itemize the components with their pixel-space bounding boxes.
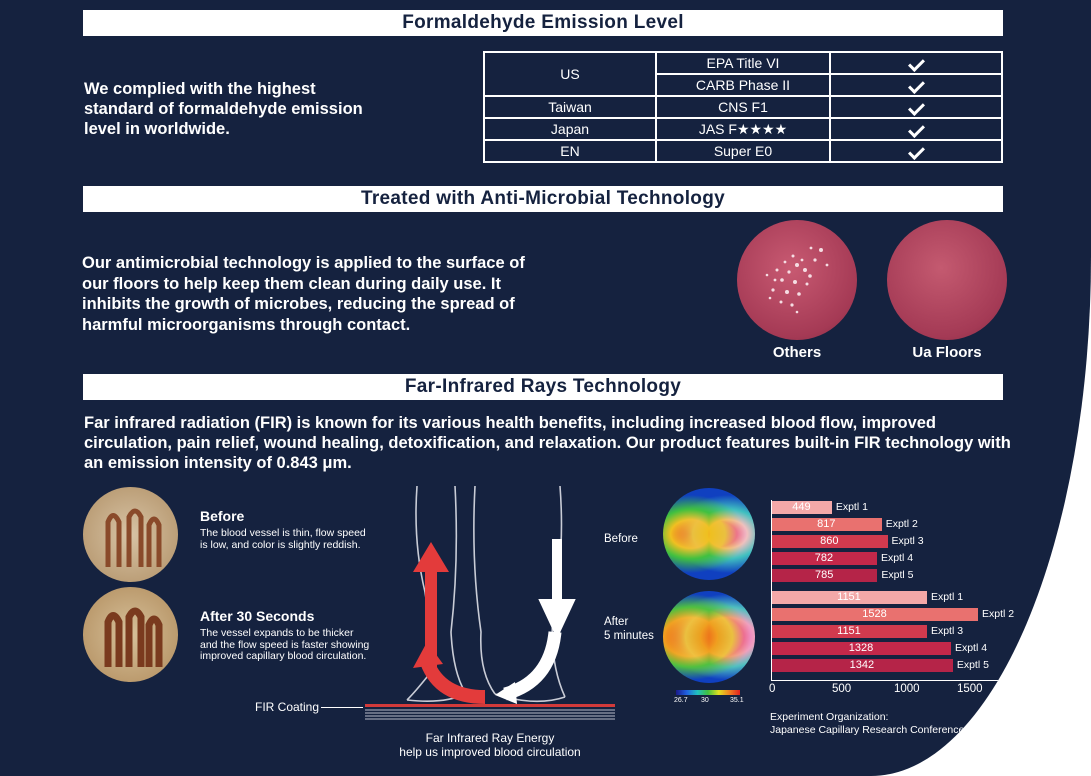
region-cell: EN [483,139,657,163]
bar-label: Exptl 5 [956,659,989,671]
bar-label: Exptl 1 [835,501,868,513]
fir-description: Far infrared radiation (FIR) is known fo… [84,414,1011,472]
capillary-loops [104,607,163,667]
bar-label: Exptl 4 [954,642,988,654]
chart-bar: 449 [771,501,832,514]
checkmark-icon [907,99,925,116]
capillary-before-image [83,487,178,582]
bar-label: Exptl 1 [930,591,964,603]
energy-caption-1: Far Infrared Ray Energy [425,731,555,745]
x-tick-label: 0 [769,683,776,695]
sample-label-others: Others [772,344,822,361]
energy-caption-2: help us improved blood circulation [399,745,581,759]
feet-illustration [365,485,615,720]
antimicrobial-description: Our antimicrobial technology is applied … [82,254,525,334]
scale-min: 26.7 [674,697,688,704]
standard-cell: EPA Title VI [655,51,831,75]
standard-cell: CARB Phase II [655,73,831,97]
fir-coating-label: FIR Coating [255,700,320,714]
table-row: CARB Phase II [484,73,1003,97]
scale-mid: 30 [701,697,709,704]
bar-label: Exptl 2 [885,518,918,530]
check-cell [829,139,1003,163]
coating-pointer-line [321,707,363,708]
emission-table: US EPA Title VI CARB Phase II Taiwan CNS… [483,51,1003,163]
region-cell: Taiwan [483,95,657,119]
checkmark-icon [907,77,925,94]
region-cell: US [483,51,657,97]
chart-bar: 785 [771,569,878,582]
check-cell [829,73,1003,97]
bar-label: Exptl 2 [982,608,1015,620]
chart-bar: 1328 [771,642,951,655]
thermal-after-label-1: After [604,616,629,628]
thermal-before-image [663,488,755,580]
x-tick-label: 1500 [957,683,983,695]
antimicrobial-header: Treated with Anti-Microbial Technology [83,186,1003,212]
check-cell [829,51,1003,75]
standard-cell: Super E0 [655,139,831,163]
chart-bar: 1528 [771,608,979,621]
table-row: EN Super E0 [483,139,1003,163]
check-cell [829,117,1003,141]
after-title: After 30 Seconds [200,608,315,624]
petri-dish-ua-floors [887,220,1007,340]
check-cell [829,95,1003,119]
curved-red-arrow-icon [420,659,486,704]
table-row: Japan JAS F★★★★ [483,117,1003,141]
bar-label: Exptl 3 [930,625,964,637]
chart-bar: 1151 [771,591,927,604]
capillary-loops [105,508,162,567]
thermal-before-label: Before [604,533,638,545]
chart-bar: 817 [771,518,882,531]
chart-bar: 1342 [771,659,953,672]
chart-bar: 782 [771,552,877,565]
chart-x-axis [771,680,1042,681]
fir-coating-layer [365,704,615,707]
scale-max: 35.1 [730,697,744,704]
fir-header: Far-Infrared Rays Technology [83,374,1003,400]
x-tick-label: 2000 [1018,683,1044,695]
formaldehyde-header: Formaldehyde Emission Level [83,10,1003,36]
chart-y-axis [771,500,772,680]
chart-bar: 860 [771,535,888,548]
up-arrow-icon [413,542,449,672]
capillary-after-image [83,587,178,682]
standard-cell: JAS F★★★★ [655,117,831,141]
thermal-after-image [663,591,755,683]
bacteria-colonies [765,246,829,314]
table-row: Taiwan CNS F1 [483,95,1003,119]
x-tick-label: 1000 [894,683,920,695]
bar-label: Exptl 3 [891,535,924,547]
after-text: The vessel expands to be thicker and the… [200,627,370,662]
standard-cell: CNS F1 [655,95,831,119]
thermal-after-label-2: 5 minutes [604,630,654,642]
bar-label: Exptl 5 [881,569,914,581]
checkmark-icon [907,121,925,138]
checkmark-icon [907,143,925,160]
x-tick-label: 500 [832,683,852,695]
thermal-scale-bar [676,690,740,695]
down-arrow-icon [538,539,576,640]
experiment-org-label: Experiment Organization: [770,711,889,723]
table-row: US EPA Title VI [483,51,1003,97]
before-title: Before [200,508,245,524]
experiment-org-name: Japanese Capillary Research Conference (… [770,724,1003,736]
petri-dish-others [737,220,857,340]
x-unit-label: μm/s [1021,695,1039,704]
chart-bar: 1151 [771,625,927,638]
sample-label-ua-floors: Ua Floors [912,344,982,361]
formaldehyde-description: We complied with the highest standard of… [84,80,363,138]
bar-label: Exptl 4 [880,552,914,564]
region-cell: Japan [483,117,657,141]
before-text: The blood vessel is thin, flow speed is … [200,527,366,551]
checkmark-icon [907,55,925,72]
